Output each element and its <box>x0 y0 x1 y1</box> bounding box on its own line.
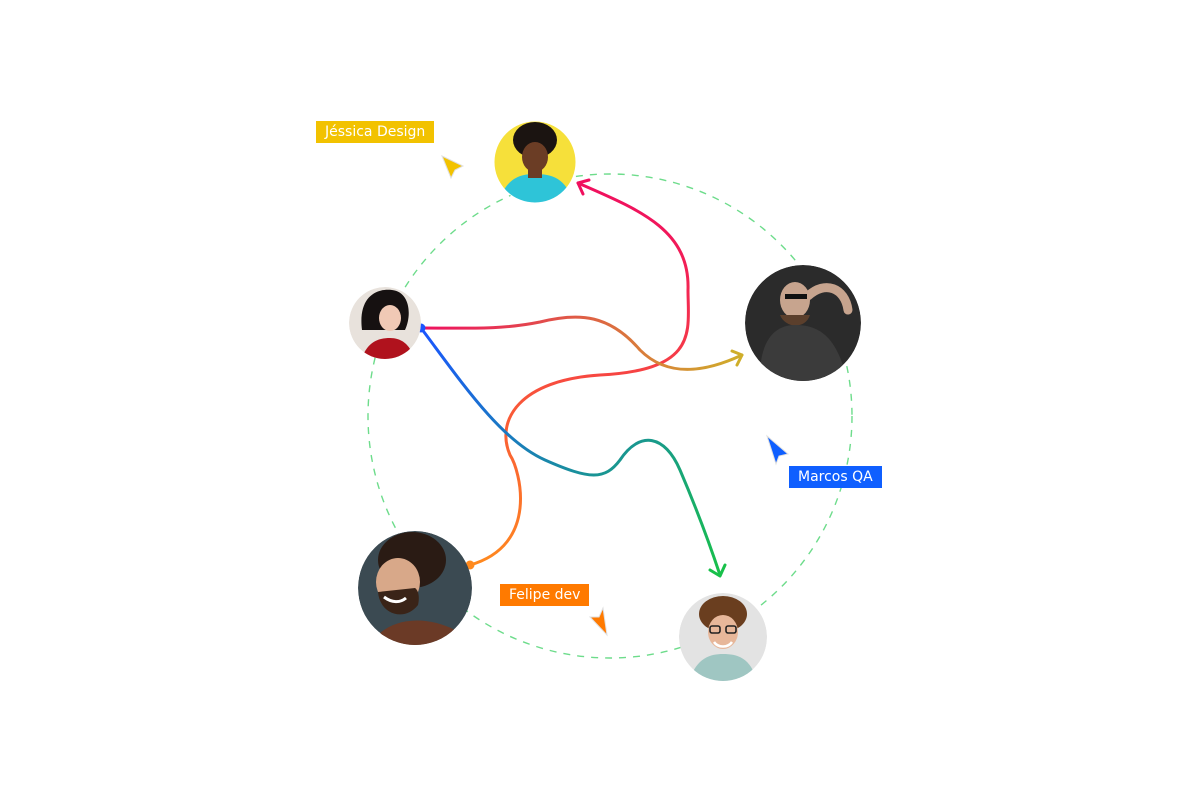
arrowhead-icon <box>576 178 591 196</box>
connection-orange-to-pink <box>465 178 690 570</box>
woman-curly-hair-avatar <box>494 121 576 203</box>
arrowhead-icon <box>708 563 727 578</box>
orange-cursor-icon <box>588 606 608 637</box>
connection-red-to-gold <box>419 315 744 371</box>
marcos-qa-label: Marcos QA <box>789 466 882 488</box>
jessica-design-label: Jéssica Design <box>316 121 435 143</box>
orbit-ring <box>367 173 853 659</box>
man-beard-laughing-avatar <box>358 531 472 645</box>
blue-cursor-icon <box>765 434 790 466</box>
man-hoodie-avatar <box>745 265 861 381</box>
arrowhead-icon <box>730 349 744 367</box>
woman-dark-hair-avatar <box>349 287 421 359</box>
connection-blue-to-green <box>416 323 727 578</box>
felipe-dev-label: Felipe dev <box>500 584 590 606</box>
yellow-cursor-icon <box>441 154 465 180</box>
man-curly-glasses-avatar <box>679 593 767 681</box>
